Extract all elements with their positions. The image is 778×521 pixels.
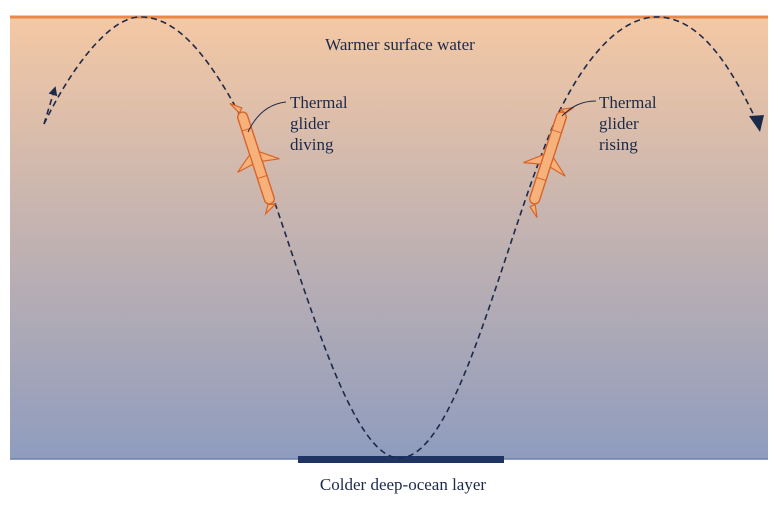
leader-line-rising: [561, 100, 597, 117]
water-layer: [10, 17, 768, 459]
glider-diving-label: Thermal glider diving: [290, 92, 348, 155]
cold-layer-bar: [298, 456, 504, 463]
glider-rising-line-2: glider: [599, 114, 639, 133]
glider-rising-line-1: Thermal: [599, 93, 657, 112]
glider-diving-line-1: Thermal: [290, 93, 348, 112]
glider-diving-line-3: diving: [290, 135, 334, 154]
end-arrowhead: [749, 115, 764, 132]
deep-ocean-label: Colder deep-ocean layer: [319, 475, 487, 494]
glider-path: [43, 16, 761, 459]
glider-rising-icon: [523, 106, 575, 218]
surface-water-label: Warmer surface water: [325, 35, 475, 54]
glider-rising-line-3: rising: [599, 135, 638, 154]
glider-rising-label: Thermal glider rising: [599, 92, 657, 155]
leader-line-diving: [247, 101, 287, 133]
glider-diving-icon: [229, 102, 280, 216]
glider-diving-line-2: glider: [290, 114, 330, 133]
start-arrow: [43, 86, 58, 125]
